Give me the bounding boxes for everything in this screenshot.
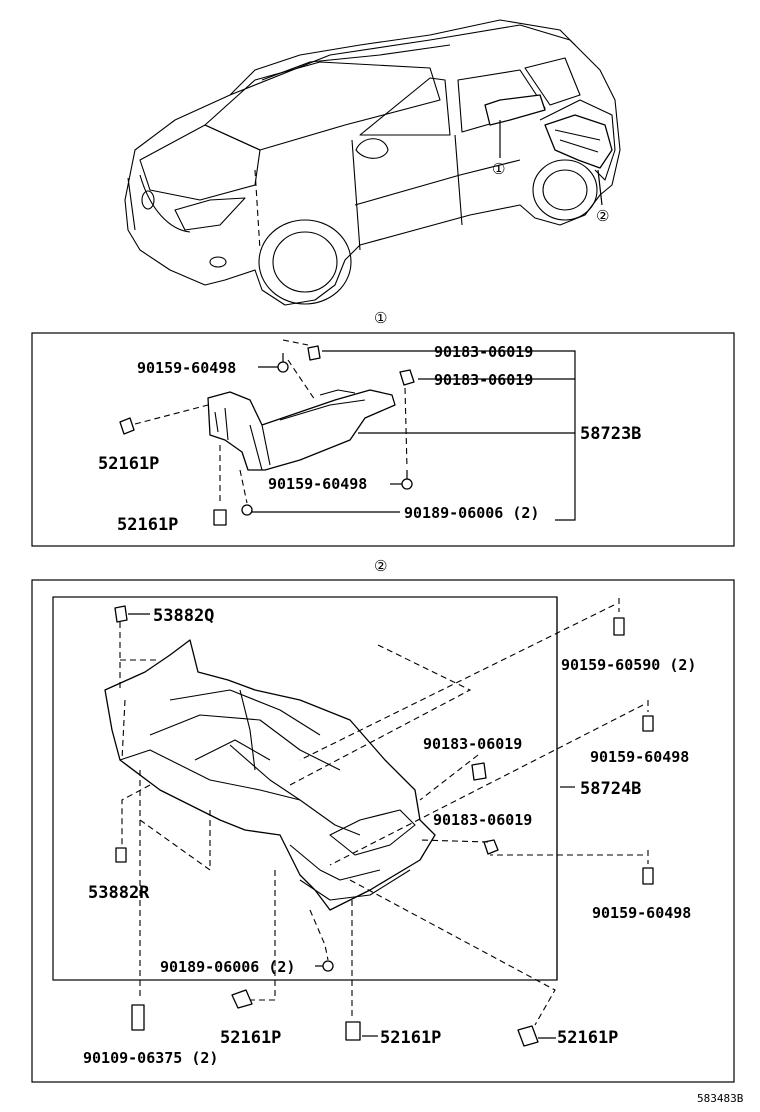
section-1-frame — [31, 332, 735, 547]
part-label: 90159-60498 — [137, 359, 236, 377]
part-label: 90159-60498 — [590, 748, 689, 766]
bolt-icon — [322, 960, 334, 972]
part-label: 90183-06019 — [433, 811, 532, 829]
screw-icon — [517, 1025, 539, 1047]
part-label: 90159-60498 — [592, 904, 691, 922]
clip-icon — [307, 345, 321, 361]
section-1-drawing — [119, 339, 576, 526]
callout-1-car: ① — [492, 160, 505, 178]
part-label: 90183-06019 — [434, 343, 533, 361]
callout-2-car: ② — [596, 207, 609, 225]
screw-icon — [119, 417, 135, 435]
bolt-icon — [401, 470, 413, 490]
part-label: 53882Q — [153, 606, 214, 626]
screw-icon — [231, 989, 253, 1009]
clip-icon — [115, 847, 127, 863]
bolt-icon — [642, 715, 654, 732]
bolt-icon — [131, 1004, 145, 1031]
part-label: 90183-06019 — [423, 735, 522, 753]
clip-icon — [114, 605, 128, 623]
part-label: 52161P — [98, 454, 159, 474]
vehicle-illustration — [124, 19, 621, 306]
section-1-callout: ① — [374, 309, 387, 327]
clip-icon — [483, 839, 499, 855]
diagram-code: 583483B — [697, 1092, 744, 1105]
part-label: 90183-06019 — [434, 371, 533, 389]
bolt-icon — [241, 504, 253, 516]
bolt-icon — [642, 867, 654, 885]
part-label: 58723B — [580, 424, 641, 444]
screw-icon — [345, 1021, 361, 1041]
part-label: 52161P — [117, 515, 178, 535]
bolt-icon — [277, 353, 289, 373]
screw-icon — [213, 509, 227, 526]
section-2-callout: ② — [374, 557, 387, 575]
part-label: 90189-06006 (2) — [160, 958, 295, 976]
clip-icon — [471, 762, 487, 781]
part-label: 90109-06375 (2) — [83, 1049, 218, 1067]
clip-icon — [399, 369, 415, 386]
bolt-icon — [613, 617, 625, 636]
part-label: 90159-60498 — [268, 475, 367, 493]
part-label: 90159-60590 (2) — [561, 656, 696, 674]
part-label: 52161P — [380, 1028, 441, 1048]
part-label: 52161P — [557, 1028, 618, 1048]
part-label: 90189-06006 (2) — [404, 504, 539, 522]
section-2-drawing — [104, 597, 654, 1047]
section-2-frame — [31, 579, 735, 1083]
part-label: 58724B — [580, 779, 641, 799]
part-label: 52161P — [220, 1028, 281, 1048]
part-label: 53882R — [88, 883, 150, 903]
